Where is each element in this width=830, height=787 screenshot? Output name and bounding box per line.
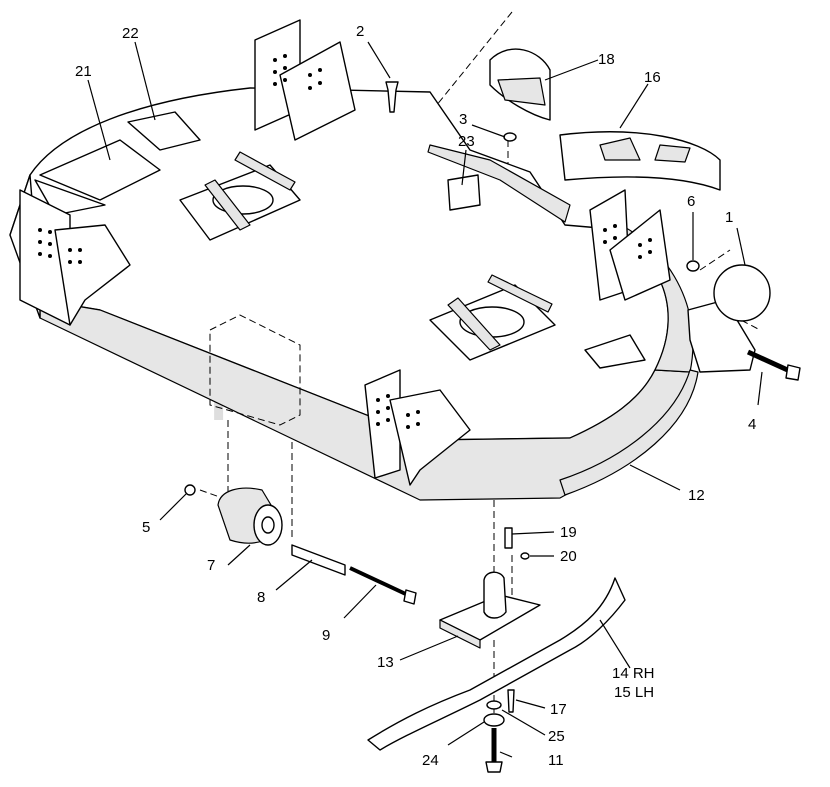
part-20-nut xyxy=(520,552,530,560)
decal-panel-23 xyxy=(447,174,481,211)
part-1-knob xyxy=(713,264,771,322)
spindle-mount-front xyxy=(429,274,556,361)
part-6-nut xyxy=(686,260,700,272)
spindle-mount-rear xyxy=(179,151,301,241)
deck-bracket-front xyxy=(364,369,471,486)
callout-12: 12 xyxy=(688,487,705,504)
callout-17: 17 xyxy=(550,701,567,718)
part-5-nut xyxy=(184,484,196,496)
callout-11: 11 xyxy=(548,752,564,769)
callout-labels: 1 2 3 4 5 6 7 8 9 11 12 13 14 RH 15 LH 1… xyxy=(75,23,756,769)
part-1-knob-assembly xyxy=(687,264,771,373)
deck-rear-plate xyxy=(427,144,571,223)
part-9-roller-bolt xyxy=(349,566,417,605)
callout-7: 7 xyxy=(207,557,215,574)
callout-20: 20 xyxy=(560,548,577,565)
callout-5: 5 xyxy=(142,519,150,536)
deck-bracket-rear xyxy=(254,19,356,141)
callout-22: 22 xyxy=(122,25,139,42)
callout-23: 23 xyxy=(458,133,475,150)
part-17-pin xyxy=(507,689,515,713)
callout-16: 16 xyxy=(644,69,661,86)
part-19-key xyxy=(504,527,513,549)
deck-bracket-left xyxy=(19,189,131,326)
mower-deck xyxy=(9,19,694,501)
callout-18: 18 xyxy=(598,51,615,68)
callout-15-lh: 15 LH xyxy=(614,684,654,701)
part-8-spacer xyxy=(291,544,346,576)
deck-bracket-right xyxy=(589,189,671,301)
callout-19: 19 xyxy=(560,524,577,541)
part-25-washer xyxy=(486,700,502,710)
part-24-washer xyxy=(483,713,505,727)
part-3-nut xyxy=(503,132,517,142)
callout-1: 1 xyxy=(725,209,733,226)
part-13-spindle-housing xyxy=(439,571,541,649)
part-11-blade-bolt xyxy=(485,728,503,773)
decal-panel-22 xyxy=(127,111,201,151)
part-14-15-blade xyxy=(367,577,626,751)
callout-8: 8 xyxy=(257,589,265,606)
part-2-bolt xyxy=(385,81,399,113)
decal-panel-21 xyxy=(39,139,161,201)
wheel-bracket-outline xyxy=(209,314,301,426)
callout-24: 24 xyxy=(422,752,439,769)
part-16-chute-shield xyxy=(559,131,721,191)
part-4-bolt xyxy=(746,349,801,381)
callout-4: 4 xyxy=(748,416,756,433)
callout-13: 13 xyxy=(377,654,394,671)
part-7-roller xyxy=(217,487,283,546)
callout-3: 3 xyxy=(459,111,467,128)
callout-9: 9 xyxy=(322,627,330,644)
callout-25: 25 xyxy=(548,728,565,745)
part-12-front-baffle xyxy=(559,369,699,496)
callout-6: 6 xyxy=(687,193,695,210)
callout-21: 21 xyxy=(75,63,92,80)
callout-14-rh: 14 RH xyxy=(612,665,655,682)
callout-2: 2 xyxy=(356,23,364,40)
deck-vent-right xyxy=(584,334,646,369)
leader-lines xyxy=(87,41,763,758)
